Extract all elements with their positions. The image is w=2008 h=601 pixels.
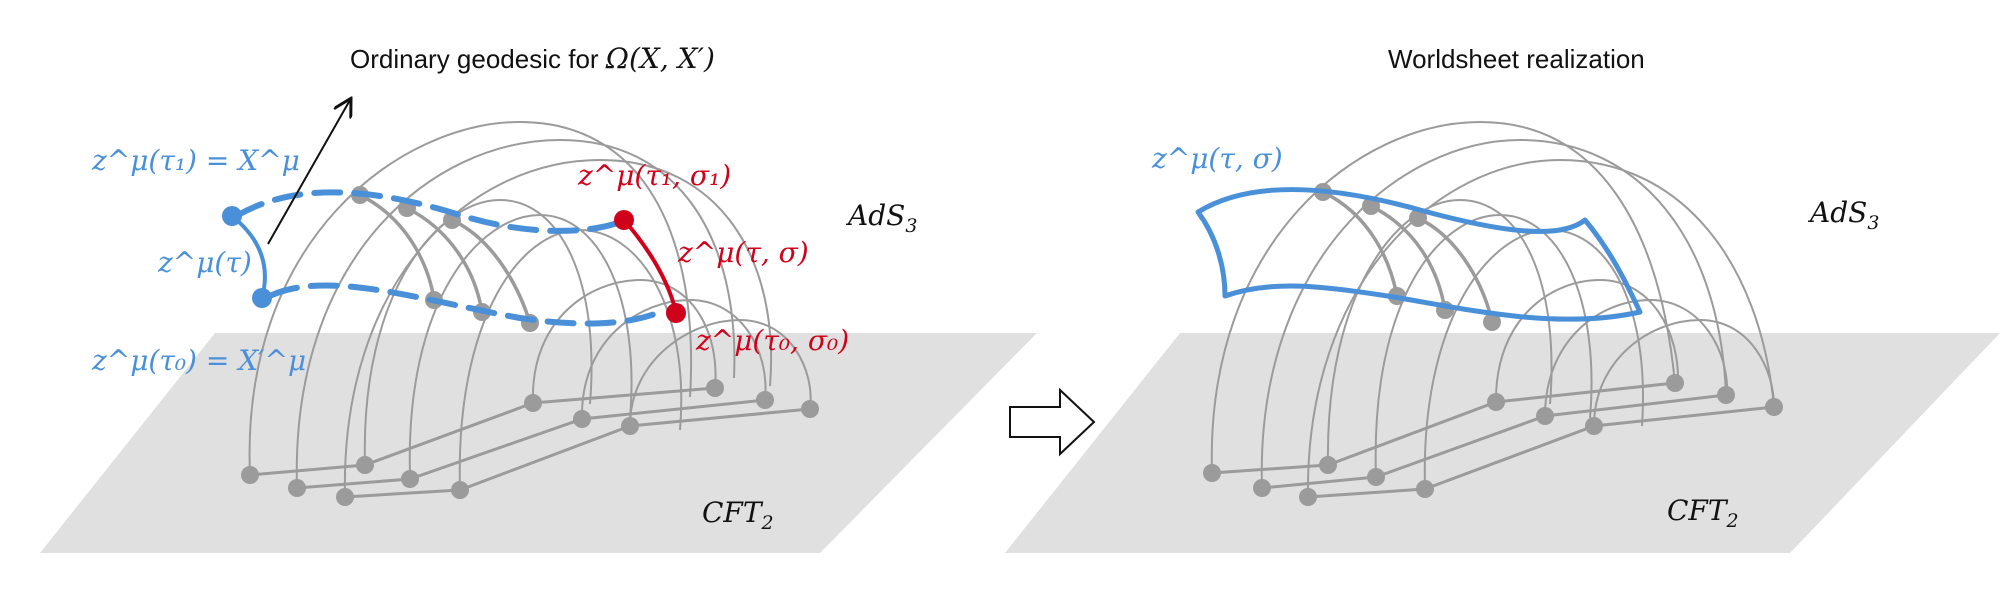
grid-node [1765,398,1783,416]
grid-node [573,410,591,428]
worldsheet-outline [1195,187,1643,322]
arc [343,158,772,498]
dashed-geodesic-top [235,189,623,234]
grid-node [401,470,419,488]
arc-bold [1417,216,1494,323]
arc [1306,158,1775,498]
arc [1374,213,1593,478]
right-panel: Worldsheet realization z^μ(τ, σ) AdS3 CF… [1005,44,2000,553]
right-caption: Worldsheet realization [1388,44,1645,74]
red-label-mid: z^μ(τ, σ) [677,236,809,269]
right-grid-nodes [1203,183,1783,506]
right-boundary-label: CFT2 [1667,494,1739,532]
blue-endpoint-top [222,206,242,226]
arc-node [1483,313,1501,331]
grid-line [296,398,766,490]
arc-bold [359,193,436,301]
right-boundary-plane [1005,333,2000,553]
grid-node [621,417,639,435]
grid-line [1261,393,1727,490]
arc [295,138,736,489]
dashed-geodesic-bottom [269,282,663,327]
grid-node [756,391,774,409]
red-endpoint-bottom [666,303,686,323]
red-geodesic-solid [622,218,678,313]
grid-node [1416,480,1434,498]
arc-bold [451,218,532,324]
blue-dashed-geodesics [235,189,663,327]
grid-node [801,400,819,418]
arc [1210,120,1676,474]
left-arc-lattice [248,120,812,498]
grid-node [1585,417,1603,435]
left-caption: Ordinary geodesic for Ω(X, X′) [350,42,715,75]
grid-node [1367,468,1385,486]
grid-node [1666,374,1684,392]
grid-node [1203,464,1221,482]
red-endpoint-top [614,210,634,230]
geodesic-arrow [267,100,350,245]
grid-node [1536,407,1554,425]
arc [1544,298,1729,417]
arc [1494,278,1680,403]
grid-node [524,394,542,412]
red-label-bottom: z^μ(τ₀, σ₀) [695,324,849,357]
arc-node [1409,209,1427,227]
blue-endpoint-bottom [252,288,272,308]
right-arc-lattice-bold [1322,190,1494,323]
grid-node [356,456,374,474]
grid-node [1487,393,1505,411]
arc [531,278,717,404]
arc-bold [1322,190,1399,297]
grid-node [336,488,354,506]
grid-line [1307,405,1775,499]
left-panel: Ordinary geodesic for Ω(X, X′) z^μ(τ₁) =… [40,42,1037,553]
label-mid: z^μ(τ) [157,246,252,279]
label-bottom: z^μ(τ₀) = X′^μ [91,344,306,377]
arc [1260,138,1727,489]
grid-node [1717,386,1735,404]
grid-node [1299,488,1317,506]
left-boundary-plane [40,333,1037,553]
grid-node [1253,479,1271,497]
right-boundary-grid [1211,381,1775,499]
arc [580,298,767,420]
grid-line [1211,381,1676,475]
arc [248,120,692,476]
red-label-top: z^μ(τ₁, σ₁) [577,159,731,192]
arc [629,318,812,427]
grid-line [249,386,716,477]
grid-node [288,479,306,497]
grid-node [706,379,724,397]
grid-line [344,407,811,499]
left-boundary-grid [249,386,811,499]
left-boundary-label: CFT2 [702,496,774,534]
arc-bold [1370,204,1447,311]
arc [458,228,683,491]
grid-node [451,481,469,499]
sheet-label: z^μ(τ, σ) [1151,142,1283,175]
grid-node [1319,456,1337,474]
label-top: z^μ(τ₁) = X^μ [91,144,300,177]
arc [1593,318,1776,427]
transition-arrow [1009,387,1096,457]
arc-bold [406,206,484,313]
right-space-label: AdS3 [1807,196,1879,234]
left-space-label: AdS3 [845,199,917,237]
arc [408,213,633,476]
grid-node [241,466,259,484]
left-arc-lattice-bold [359,193,532,324]
